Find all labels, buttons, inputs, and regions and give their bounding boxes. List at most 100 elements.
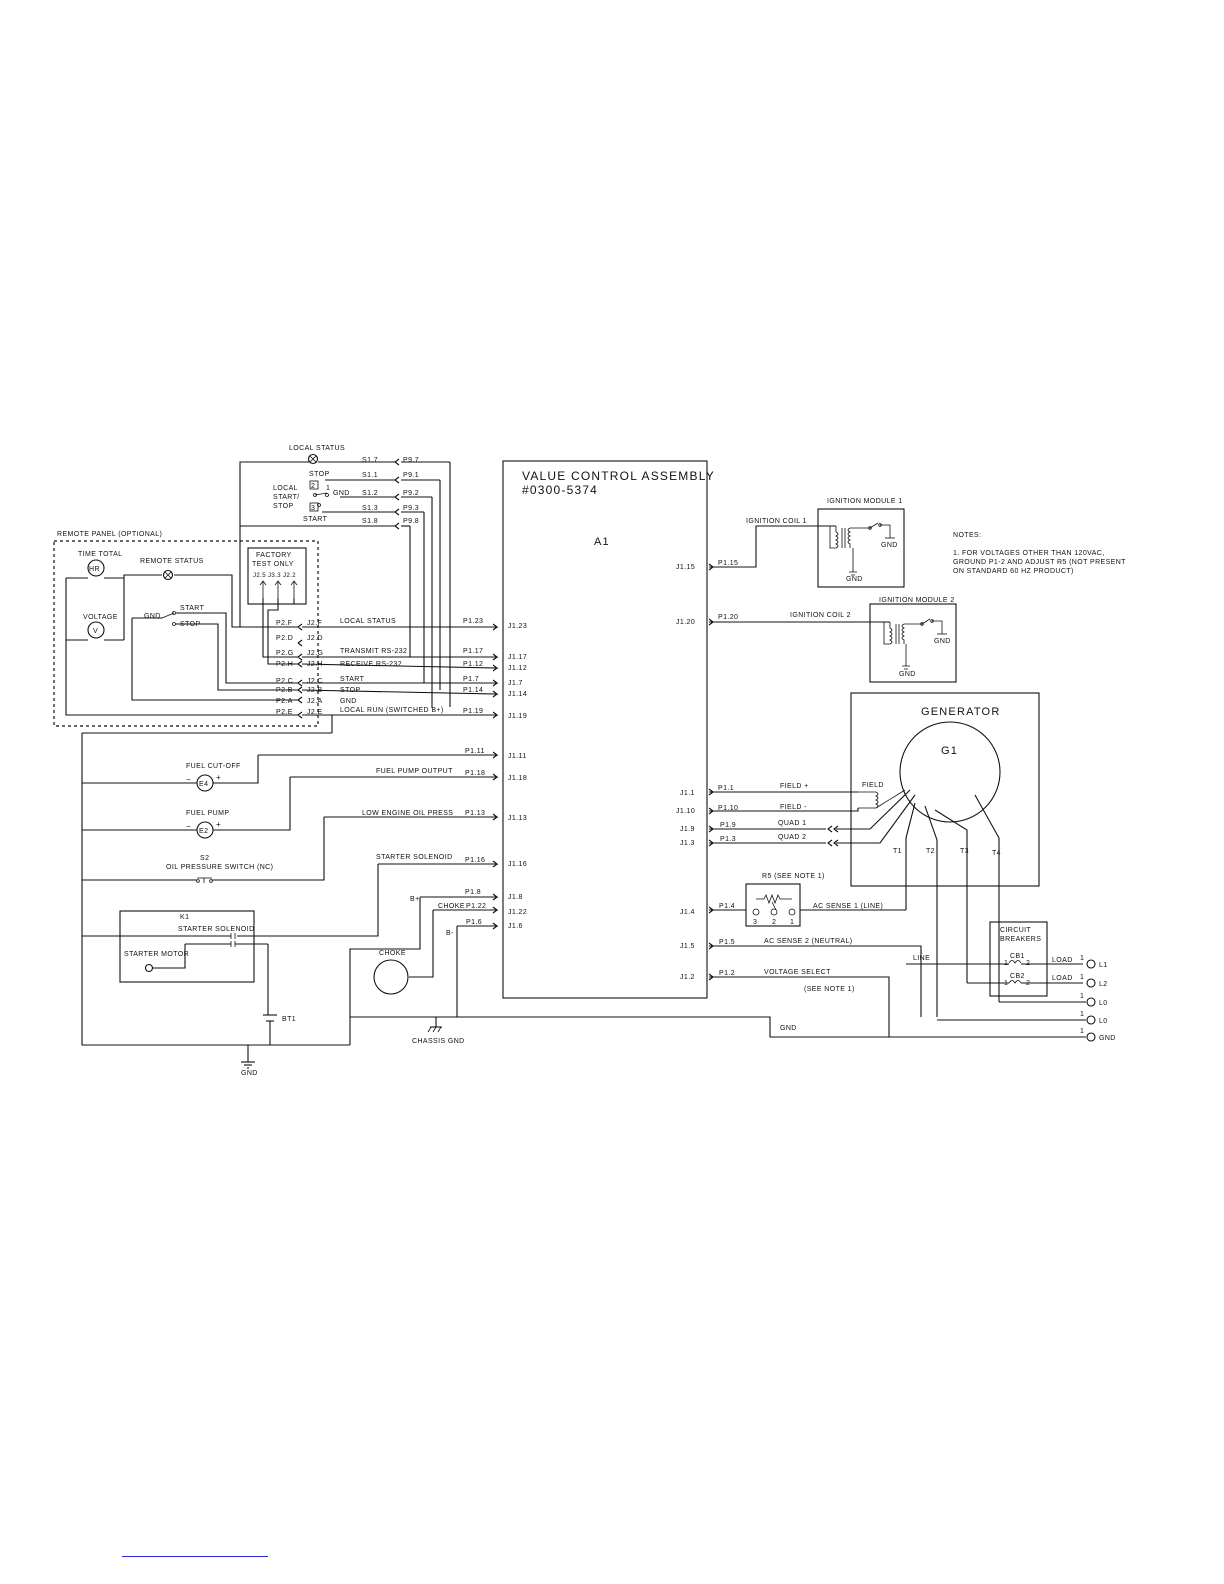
- j1-2-label: J1.2: [680, 974, 695, 981]
- p9-1-label: P9.1: [403, 472, 419, 479]
- p1-16-label: P1.16: [465, 857, 485, 864]
- field-winding-icon: [858, 791, 879, 809]
- remote-status-lamp-icon: [162, 569, 174, 581]
- e4-plus: +: [216, 773, 221, 782]
- terminal-l0a-pin: 1: [1080, 993, 1084, 1000]
- j1-4-label: J1.4: [680, 909, 695, 916]
- factory-test-pins: J2.5 J3.3 J2.2: [253, 573, 296, 579]
- r5-pin2: 2: [772, 919, 776, 926]
- j1-3-label: J1.3: [680, 840, 695, 847]
- local-run-signal: LOCAL RUN (SWITCHED B+): [340, 707, 444, 714]
- quad-1-signal: QUAD 1: [778, 820, 806, 827]
- s1-8-label: S1.8: [362, 518, 378, 525]
- j2-d-label: J2.D: [307, 635, 323, 642]
- p1-1-label: P1.1: [718, 785, 734, 792]
- ignition-coil-2-icon: [883, 622, 905, 645]
- factory-label: FACTORY: [256, 552, 292, 559]
- terminal-l0b-pin: 1: [1080, 1011, 1084, 1018]
- harness-rows: P2.F J2.F LOCAL STATUS P1.23 J1.23 P2.D …: [232, 600, 527, 733]
- chassis-ground-icon: [427, 1026, 442, 1033]
- p2-g-label: P2.G: [276, 650, 294, 657]
- time-total-symbol: HR: [89, 566, 100, 573]
- starter-solenoid-k1: K1 STARTER SOLENOID STARTER MOTOR: [82, 910, 268, 983]
- low-oil-press-signal: LOW ENGINE OIL PRESS: [362, 810, 453, 817]
- p1-11-label: P1.11: [465, 748, 485, 755]
- ignition-section: J1.15 P1.15 IGNITION COIL 1 IGNITION MOD…: [676, 498, 1126, 683]
- p2-e-label: P2.E: [276, 709, 293, 716]
- chassis-gnd-label: CHASSIS GND: [412, 1038, 465, 1045]
- p1-20-label: P1.20: [718, 614, 738, 621]
- e4-label: E4: [199, 781, 208, 788]
- factory-test-box: FACTORY TEST ONLY J2.5 J3.3 J2.2: [247, 547, 307, 605]
- starter-motor-label: STARTER MOTOR: [124, 951, 189, 958]
- j2-a-label: J2.A: [307, 698, 323, 705]
- ignition-coil-1-label: IGNITION COIL 1: [746, 518, 807, 525]
- j2-g-label: J2.G: [307, 650, 323, 657]
- generator-g1-icon: [899, 721, 1001, 823]
- ac-sense-1-signal: AC SENSE 1 (LINE): [813, 903, 883, 910]
- remote-start-label: START: [180, 605, 205, 612]
- local-start-stop-switch-icon: 2 3 1 GND: [309, 480, 349, 512]
- p1-12-label: P1.12: [463, 661, 483, 668]
- t3-label: T3: [960, 848, 969, 855]
- j1-5-label: J1.5: [680, 943, 695, 950]
- j1-7-label: J1.7: [508, 680, 523, 687]
- p1-23-label: P1.23: [463, 618, 483, 625]
- j1-11-label: J1.11: [508, 753, 527, 760]
- p1-8-label: P1.8: [465, 889, 481, 896]
- s1-1-label: S1.1: [362, 472, 378, 479]
- left-components: P1.11 J1.11 FUEL CUT-OFF E4 − + FUEL PUM…: [81, 732, 1086, 1077]
- quad-2-signal: QUAD 2: [778, 834, 806, 841]
- start-signal: START: [340, 676, 365, 683]
- t2-label: T2: [926, 848, 935, 855]
- control-assembly-title: VALUE CONTROL ASSEMBLY: [522, 469, 715, 483]
- p9-8-label: P9.8: [403, 518, 419, 525]
- fuel-cutoff-solenoid-icon: E4: [196, 774, 214, 792]
- stop-sub-label: STOP: [273, 503, 294, 510]
- local-status-signal: LOCAL STATUS: [340, 618, 396, 625]
- stop-label: STOP: [309, 471, 330, 478]
- terminal-l0b-label: L0: [1099, 1018, 1108, 1025]
- j2-f-label: J2.F: [307, 620, 322, 627]
- oil-pressure-switch-icon: [196, 877, 213, 883]
- p1-17-label: P1.17: [463, 648, 483, 655]
- p2-c-label: P2.C: [276, 678, 293, 685]
- p2-f-label: P2.F: [276, 620, 292, 627]
- p1-10-label: P1.10: [718, 805, 738, 812]
- p1-19-label: P1.19: [463, 708, 483, 715]
- load-2-label: LOAD: [1052, 975, 1073, 982]
- terminal-l1-pin: 1: [1080, 955, 1084, 962]
- j1-18-label: J1.18: [508, 775, 527, 782]
- ground-icon: [241, 1061, 255, 1069]
- j1-16-label: J1.16: [508, 861, 527, 868]
- p1-9-label: P1.9: [720, 822, 736, 829]
- ignition-coil-1-icon: [829, 525, 851, 549]
- load-1-label: LOAD: [1052, 957, 1073, 964]
- generator-ref: G1: [941, 745, 958, 757]
- fuel-cutoff-label: FUEL CUT-OFF: [186, 763, 241, 770]
- starter-solenoid-label: STARTER SOLENOID: [178, 926, 255, 933]
- voltmeter-symbol: V: [93, 628, 98, 635]
- switch-pos-3: 3: [311, 505, 315, 512]
- j1-22-label: J1.22: [508, 909, 527, 916]
- ignition-module-2-gnd: GND: [934, 638, 951, 645]
- e4-minus: −: [186, 775, 191, 784]
- j1-20-label: J1.20: [676, 619, 695, 626]
- footer-link-underline[interactable]: [122, 1556, 268, 1557]
- cb2-label: CB2: [1010, 973, 1025, 980]
- receive-rs232-signal: RECEIVE RS-232: [340, 661, 402, 668]
- time-total-label: TIME TOTAL: [78, 551, 122, 558]
- terminal-l2-label: L2: [1099, 981, 1108, 988]
- t4-label: T4: [992, 850, 1001, 857]
- p1-3-label: P1.3: [720, 836, 736, 843]
- terminal-l0a-label: L0: [1099, 1000, 1108, 1007]
- ignition-module-1-gnd: GND: [881, 542, 898, 549]
- local-status-label: LOCAL STATUS: [289, 445, 345, 452]
- e2-plus: +: [216, 820, 221, 829]
- generator-title: GENERATOR: [921, 706, 1000, 718]
- bt1-label: BT1: [282, 1016, 296, 1023]
- j1-13-label: J1.13: [508, 815, 527, 822]
- circuit-label: CIRCUIT: [1000, 927, 1032, 934]
- j1-9-label: J1.9: [680, 826, 695, 833]
- ignition-module-2: IGNITION MODULE 2 GND GND: [869, 597, 957, 683]
